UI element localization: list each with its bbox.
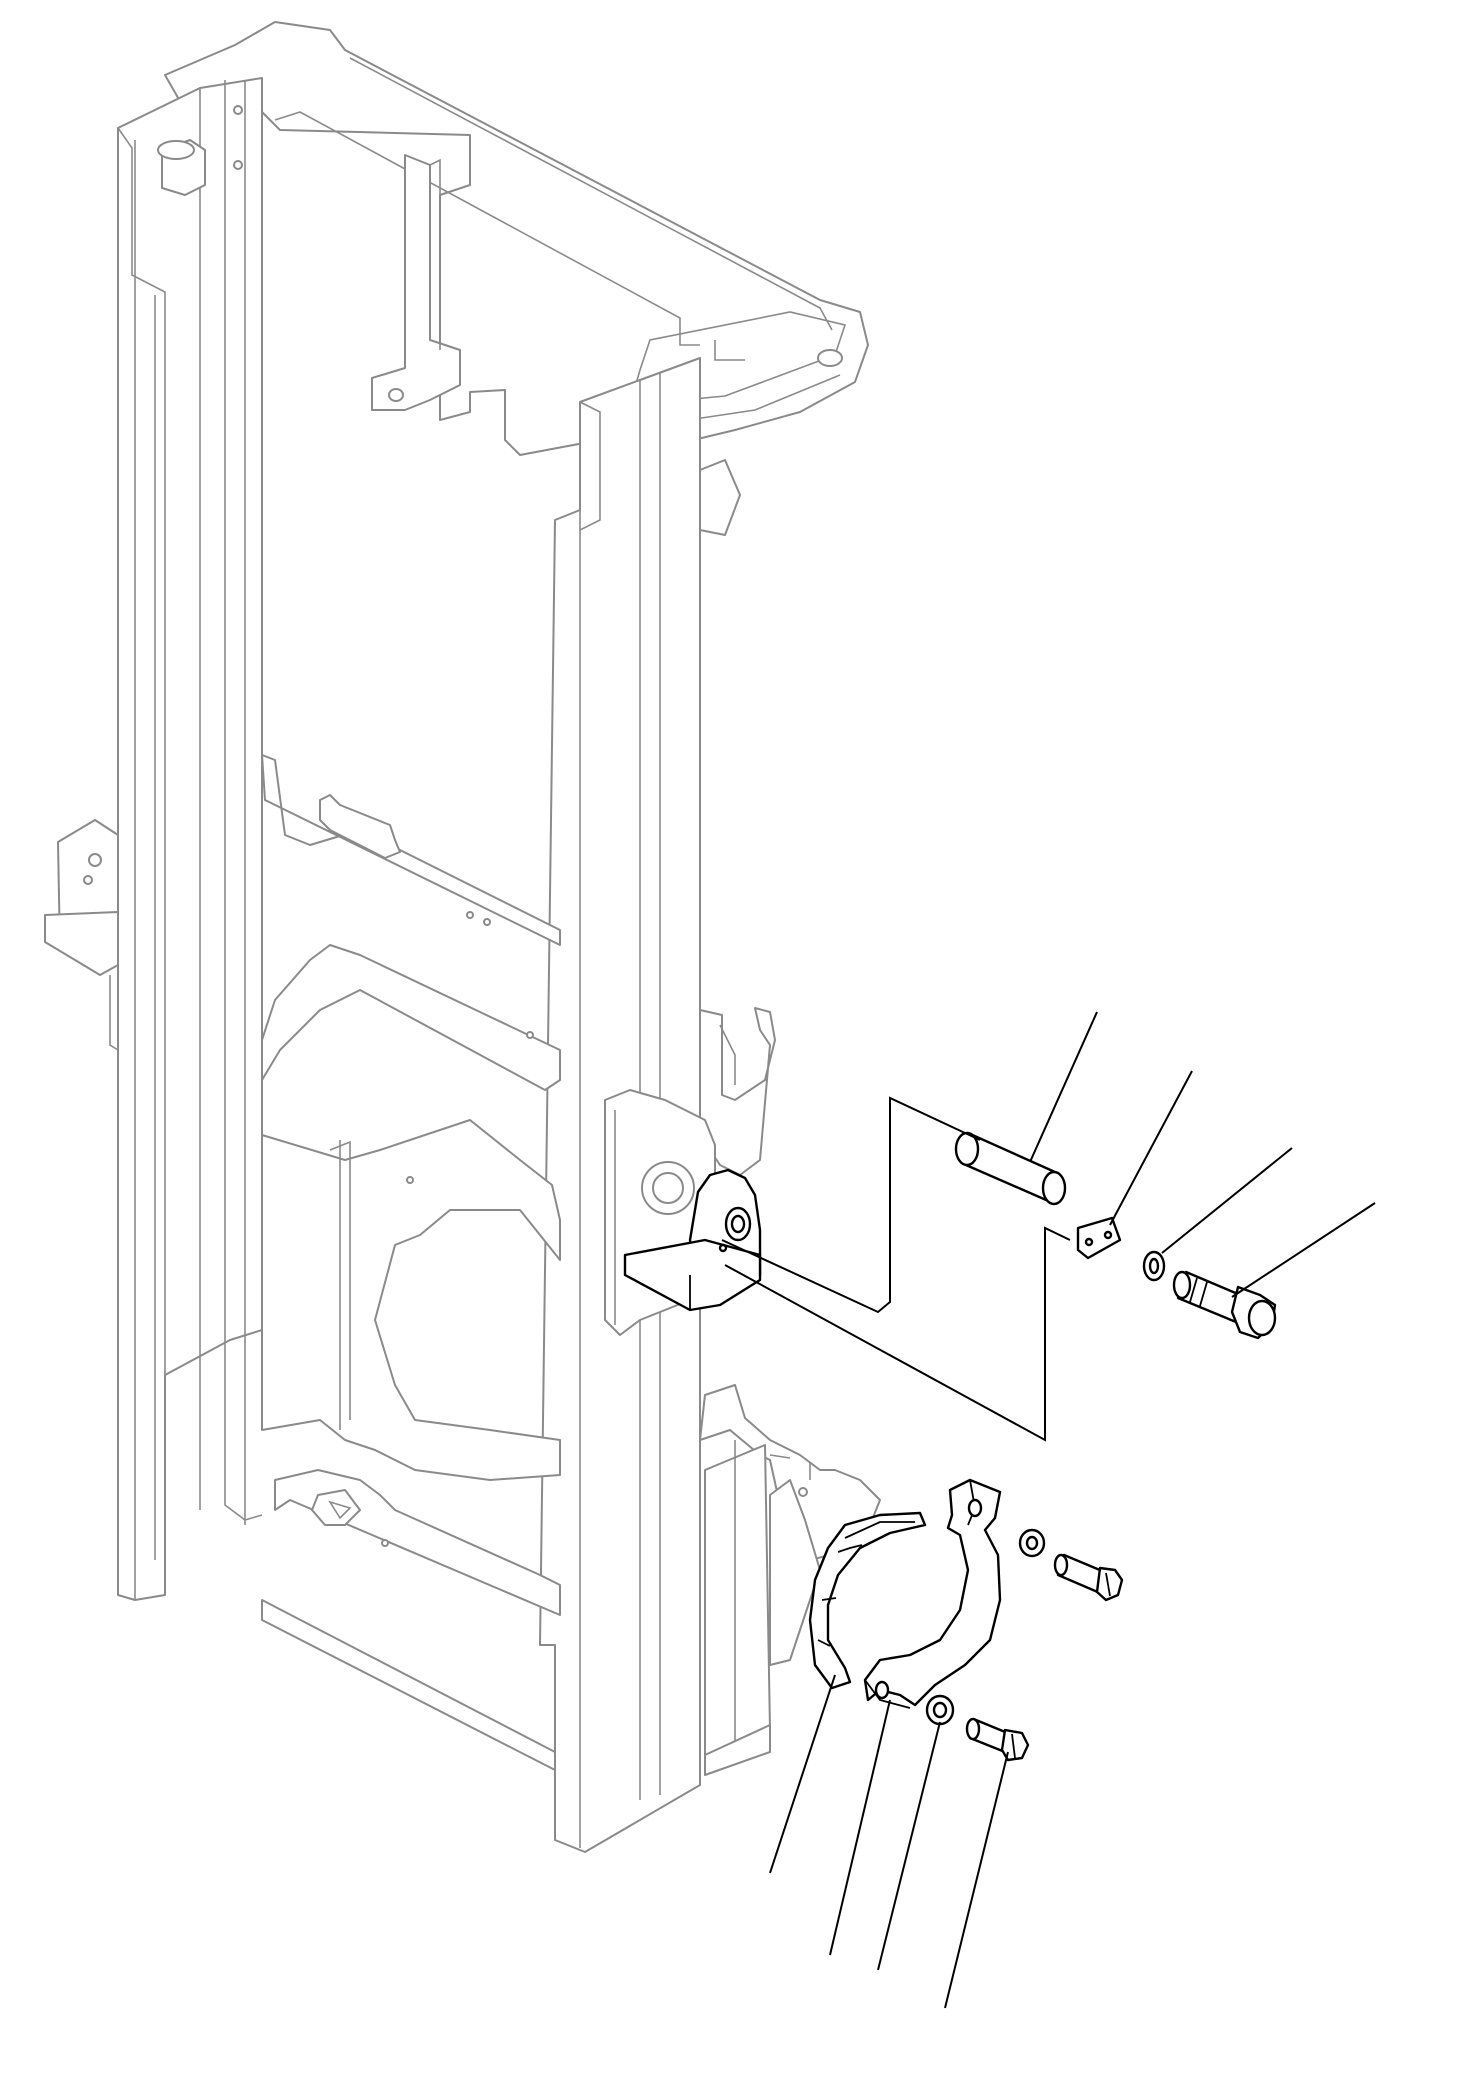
clamp-half-callout-leader	[829, 1699, 891, 1956]
bushing-cap-callout-leader	[769, 1674, 836, 1874]
leader-lines	[721, 1011, 1376, 2009]
mast-left-rail	[117, 77, 263, 1601]
bolt-mid	[1053, 1553, 1124, 1602]
bolt-upper	[1172, 1270, 1277, 1340]
bolt-upper-callout-leader	[1231, 1202, 1376, 1298]
bolt-path-leader	[724, 1226, 1071, 1442]
mast-right-rear-bracket	[699, 1007, 881, 1776]
mast-left-bracket	[44, 819, 119, 1051]
mast-top-bracket	[371, 154, 461, 411]
pin-path-leader	[721, 1096, 981, 1314]
bolt-lower-callout-leader	[944, 1751, 1009, 2009]
clamp-half	[863, 1478, 1002, 1709]
tilt-cylinder-bracket	[623, 1168, 762, 1312]
washer-lower-callout-leader	[877, 1721, 941, 1971]
bolt-lower	[965, 1717, 1030, 1762]
mast-assembly	[44, 21, 881, 1853]
bushing-cap	[808, 1511, 927, 1690]
pin-callout-leader	[1029, 1011, 1098, 1163]
mast-cross-members	[261, 754, 561, 1771]
washer-upper	[1142, 1250, 1166, 1282]
mast-top-crossbar	[164, 21, 869, 456]
pin	[954, 1131, 1067, 1206]
washer-mid	[1018, 1528, 1046, 1558]
exploded-parts	[623, 1131, 1277, 1762]
washer-lower	[925, 1694, 955, 1726]
lock-plate	[1076, 1216, 1122, 1260]
lock-plate-callout-leader	[1109, 1070, 1193, 1226]
washer-upper-callout-leader	[1161, 1147, 1293, 1254]
